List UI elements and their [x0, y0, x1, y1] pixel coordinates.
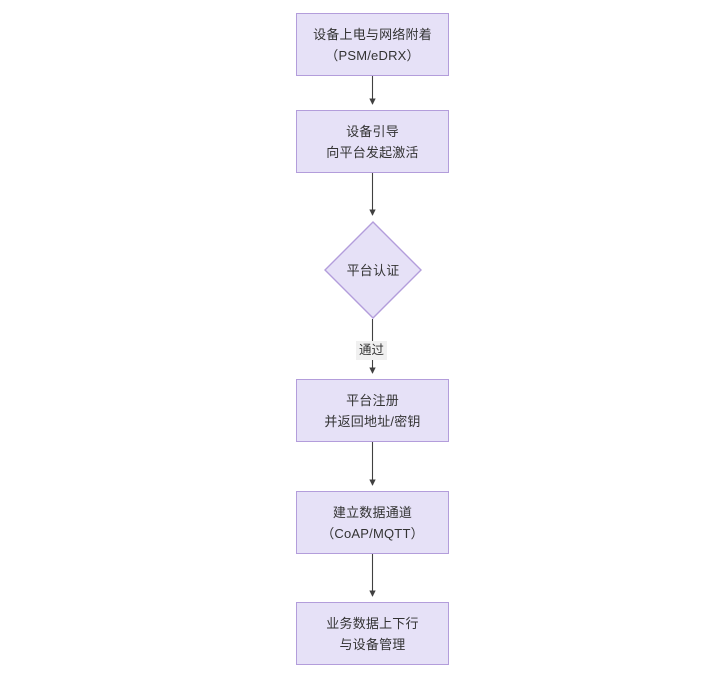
node-label-line: 设备引导 [346, 123, 399, 139]
node-label-line: （PSM/eDRX） [325, 47, 420, 63]
node-platform-registration[interactable]: 平台注册 并返回地址/密钥 [296, 379, 449, 442]
node-label-line: 向平台发起激活 [326, 144, 419, 160]
edge-label-pass: 通过 [356, 341, 388, 360]
node-device-power-on[interactable]: 设备上电与网络附着 （PSM/eDRX） [296, 13, 449, 76]
node-label-line: 业务数据上下行 [326, 615, 419, 631]
node-label-line: 平台注册 [346, 392, 399, 408]
node-label-line: 与设备管理 [339, 636, 406, 652]
node-business-data-and-device-mgmt[interactable]: 业务数据上下行 与设备管理 [296, 602, 449, 665]
node-platform-auth-decision[interactable]: 平台认证 [324, 221, 422, 319]
node-establish-data-channel[interactable]: 建立数据通道 （CoAP/MQTT） [296, 491, 449, 554]
node-label-line: 并返回地址/密钥 [324, 413, 421, 429]
diamond-shape-icon [324, 221, 422, 319]
node-label-line: 设备上电与网络附着 [313, 26, 432, 42]
node-label-line: 建立数据通道 [332, 504, 413, 520]
node-device-bootstrap[interactable]: 设备引导 向平台发起激活 [296, 110, 449, 173]
node-label-line: （CoAP/MQTT） [321, 525, 424, 541]
node-label-line: 平台认证 [346, 262, 400, 278]
